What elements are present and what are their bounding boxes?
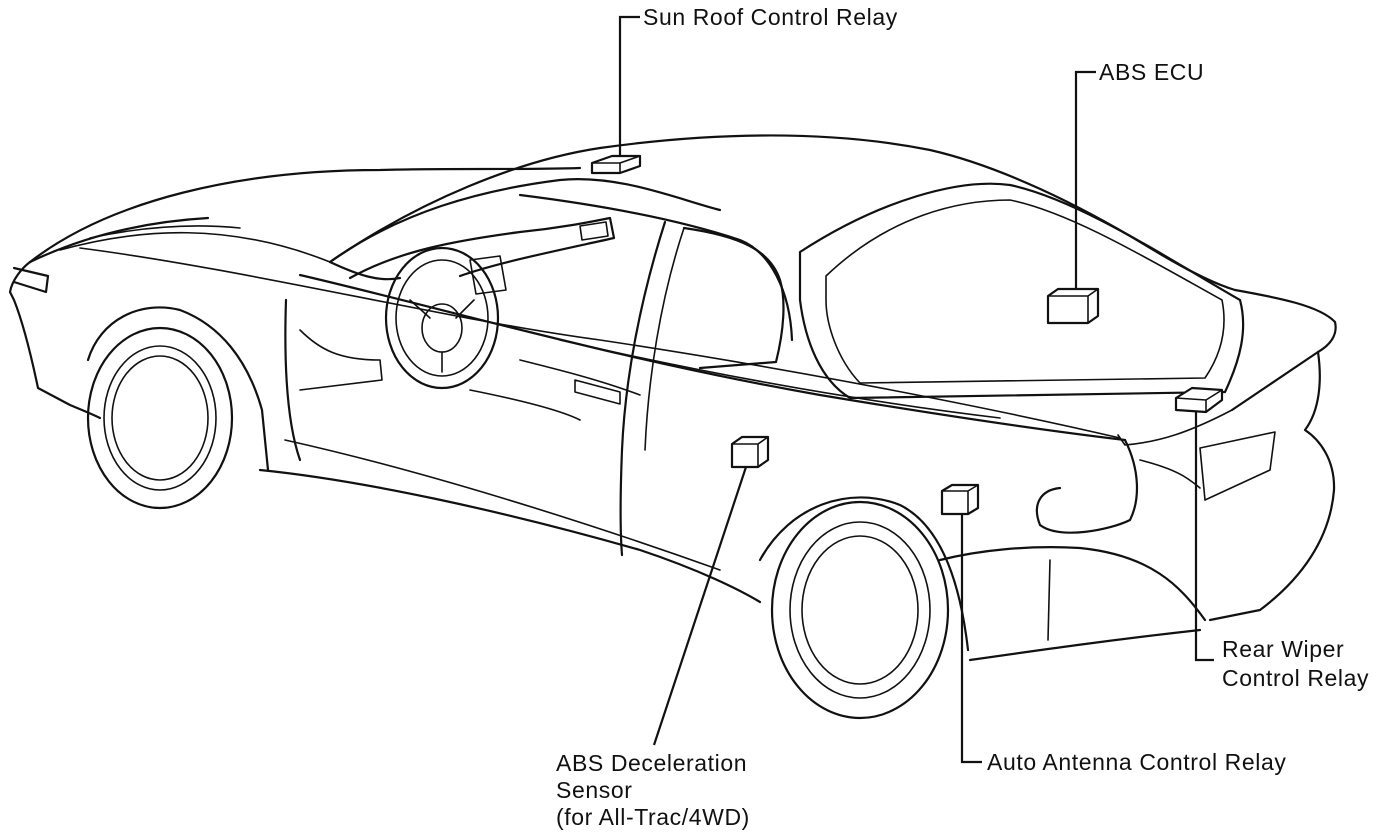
rear-wiper-relay-leader bbox=[1194, 411, 1214, 662]
abs-sensor-label-line2: Sensor bbox=[556, 777, 632, 803]
interior-dashboard bbox=[299, 216, 641, 421]
auto-antenna-relay-leader bbox=[960, 514, 982, 764]
rear-wheel bbox=[758, 496, 970, 720]
door-handle bbox=[574, 379, 621, 405]
abs-ecu-leader bbox=[1074, 70, 1096, 289]
diagonal-harness-line bbox=[79, 247, 1121, 439]
sun-roof-relay-box bbox=[590, 154, 642, 175]
abs-ecu-label: ABS ECU bbox=[1099, 59, 1204, 85]
front-wheel bbox=[86, 306, 270, 510]
car-body-outline bbox=[8, 134, 1337, 662]
sun-roof-relay-label: Sun Roof Control Relay bbox=[643, 4, 898, 30]
abs-sensor-label-line1: ABS Deceleration bbox=[556, 750, 747, 776]
sun-roof-relay-leader bbox=[618, 15, 640, 156]
abs-sensor-box bbox=[730, 435, 770, 469]
auto-antenna-relay-label: Auto Antenna Control Relay bbox=[987, 749, 1286, 775]
auto-antenna-relay-box bbox=[940, 483, 980, 516]
steering-wheel bbox=[384, 246, 500, 390]
abs-ecu-box bbox=[1046, 287, 1100, 325]
rear-wiper-label-line1: Rear Wiper bbox=[1222, 636, 1344, 662]
abs-sensor-leader bbox=[652, 466, 748, 746]
abs-sensor-label-line3: (for All-Trac/4WD) bbox=[556, 804, 750, 830]
rear-wiper-relay-box bbox=[1174, 386, 1224, 414]
rear-wiper-label-line2: Control Relay bbox=[1222, 665, 1369, 691]
